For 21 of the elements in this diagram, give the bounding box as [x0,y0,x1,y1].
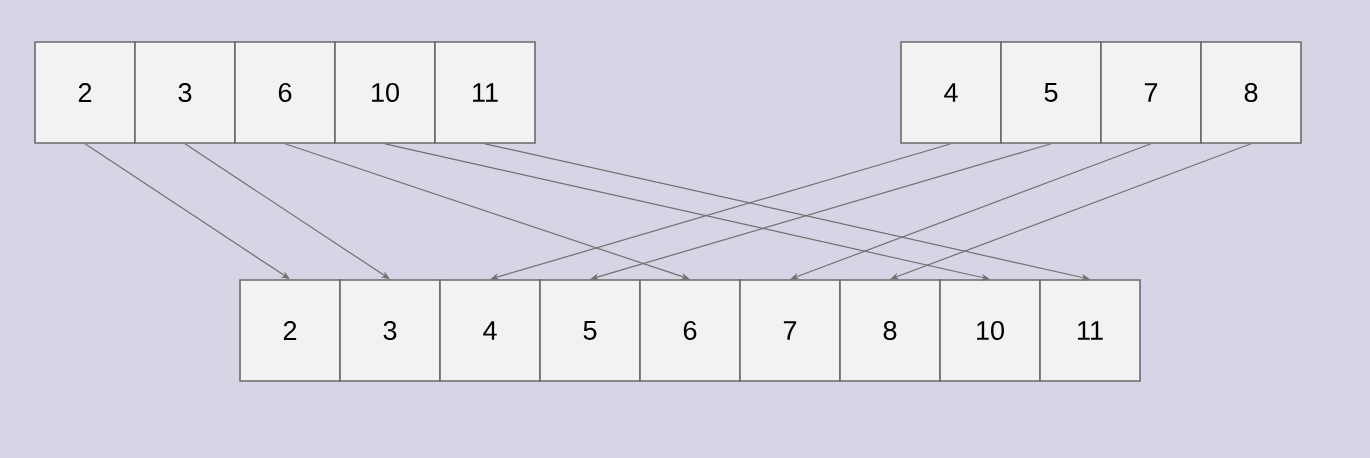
number-cell: 6 [234,41,336,144]
arrow [790,143,1152,280]
number-cell: 3 [339,279,441,382]
number-cell: 11 [434,41,536,144]
number-cell: 7 [1100,41,1202,144]
number-cell: 10 [334,41,436,144]
number-cell: 11 [1039,279,1141,382]
number-cell: 7 [739,279,841,382]
number-cell: 8 [1200,41,1302,144]
number-cell: 8 [839,279,941,382]
number-cell: 5 [539,279,641,382]
arrow [890,143,1252,280]
number-cell: 3 [134,41,236,144]
number-cell: 10 [939,279,1041,382]
number-cell: 5 [1000,41,1102,144]
arrow [284,143,690,280]
number-cell: 6 [639,279,741,382]
number-cell: 2 [34,41,136,144]
number-cell: 4 [900,41,1002,144]
number-cell: 4 [439,279,541,382]
number-cell: 2 [239,279,341,382]
